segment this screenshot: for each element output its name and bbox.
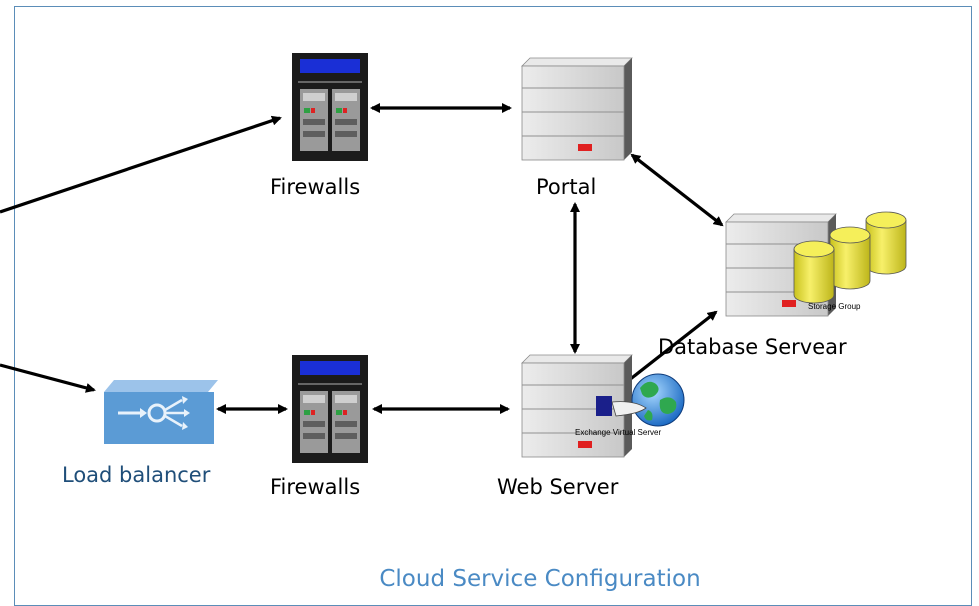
firewall-icon	[292, 355, 368, 463]
firewall-icon	[292, 53, 368, 161]
load-balancer-label: Load balancer	[62, 463, 211, 487]
storage-group-label: Storage Group	[808, 302, 861, 311]
portal-label: Portal	[536, 175, 597, 199]
arrow-client-to-firewall-top	[0, 115, 282, 214]
firewall-bottom-label: Firewalls	[270, 475, 361, 499]
firewall-top-label: Firewalls	[270, 175, 361, 199]
server-icon	[521, 57, 633, 161]
diagram-caption: Cloud Service Configuration	[379, 566, 701, 592]
web-server-label: Web Server	[497, 475, 619, 499]
arrow-portal-database	[630, 153, 724, 227]
arrow-client-to-load-balancer	[0, 363, 96, 393]
database-label: Database Servear	[658, 335, 847, 359]
exchange-server-label: Exchange Virtual Server	[575, 428, 662, 437]
load-balancer-icon	[104, 380, 218, 444]
globe-icon	[596, 373, 685, 427]
